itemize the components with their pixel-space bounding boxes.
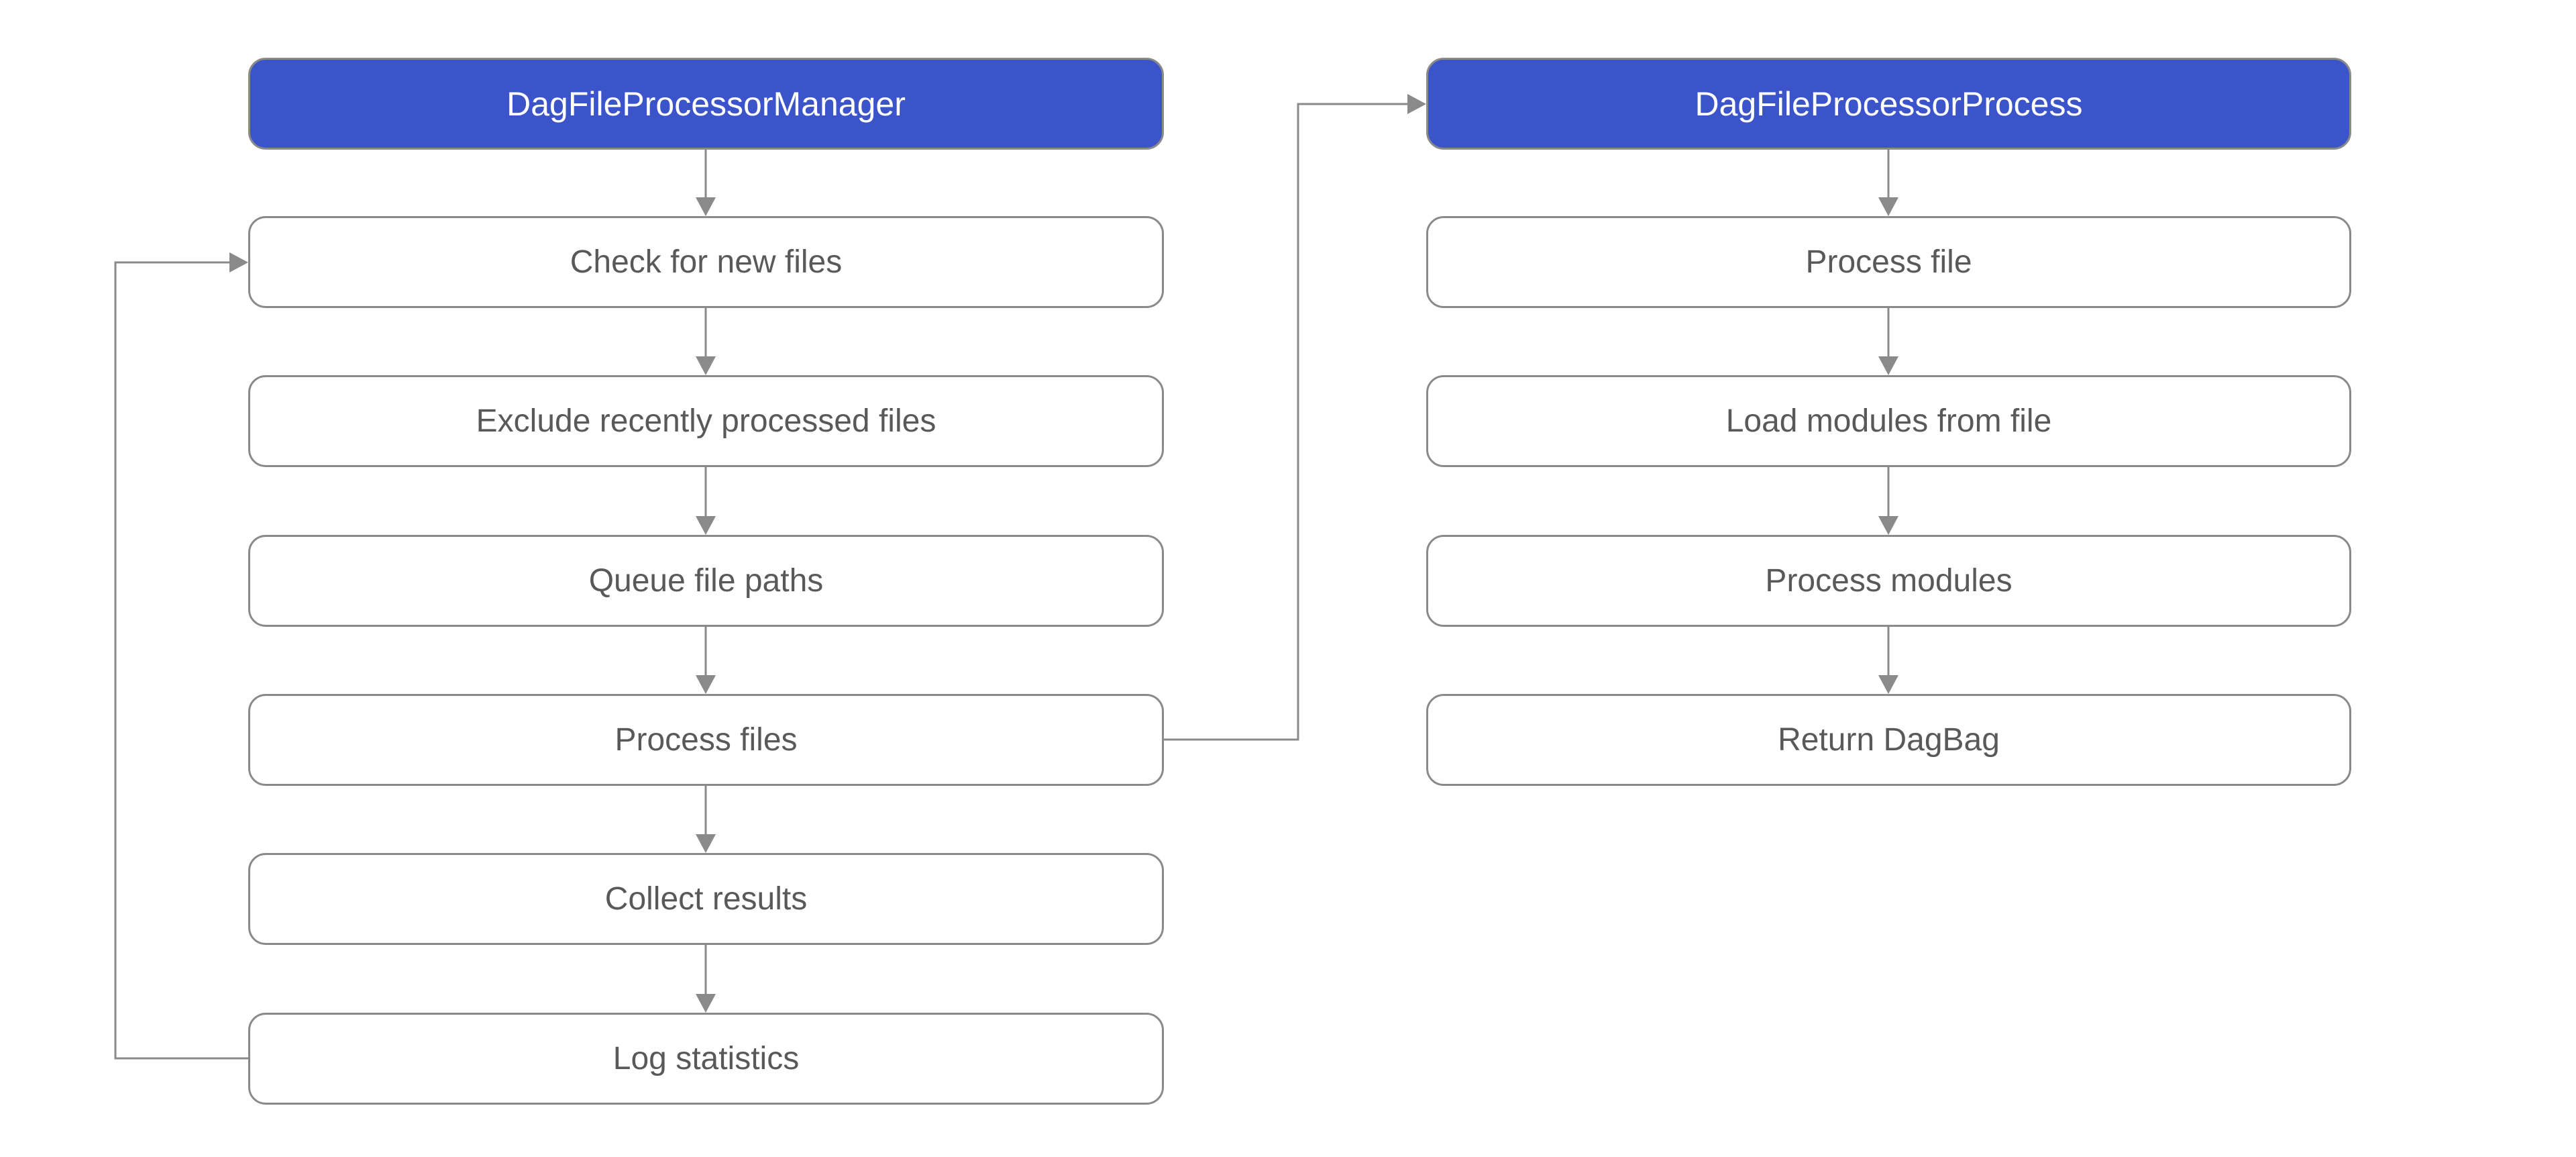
node-dag-file-processor-manager: DagFileProcessorManager: [248, 58, 1164, 150]
arrow-process-file-to-load-modules: [1878, 308, 1898, 375]
node-process-file: Process file: [1426, 216, 2351, 308]
arrow-process-modules-to-return-dagbag: [1878, 627, 1898, 694]
node-dag-file-processor-process: DagFileProcessorProcess: [1426, 58, 2351, 150]
arrow-collect-results-to-log-statistics: [696, 945, 716, 1013]
node-queue-file-paths: Queue file paths: [248, 535, 1164, 627]
node-exclude-recently-processed-files: Exclude recently processed files: [248, 375, 1164, 467]
node-process-files: Process files: [248, 694, 1164, 786]
node-log-statistics: Log statistics: [248, 1013, 1164, 1105]
arrow-log-statistics-loop-to-check-for-new-files: [114, 252, 248, 1060]
arrow-processor-process-to-process-file: [1878, 150, 1898, 216]
arrow-load-modules-to-process-modules: [1878, 467, 1898, 535]
node-check-for-new-files: Check for new files: [248, 216, 1164, 308]
node-collect-results: Collect results: [248, 853, 1164, 945]
arrow-exclude-to-queue: [696, 467, 716, 535]
node-process-modules: Process modules: [1426, 535, 2351, 627]
arrow-process-files-to-processor-process: [1164, 94, 1426, 741]
arrow-check-to-exclude: [696, 308, 716, 375]
node-load-modules-from-file: Load modules from file: [1426, 375, 2351, 467]
node-return-dagbag: Return DagBag: [1426, 694, 2351, 786]
arrow-queue-to-process-files: [696, 627, 716, 694]
arrow-manager-to-check-for-new-files: [696, 150, 716, 216]
arrow-process-files-to-collect-results: [696, 786, 716, 853]
